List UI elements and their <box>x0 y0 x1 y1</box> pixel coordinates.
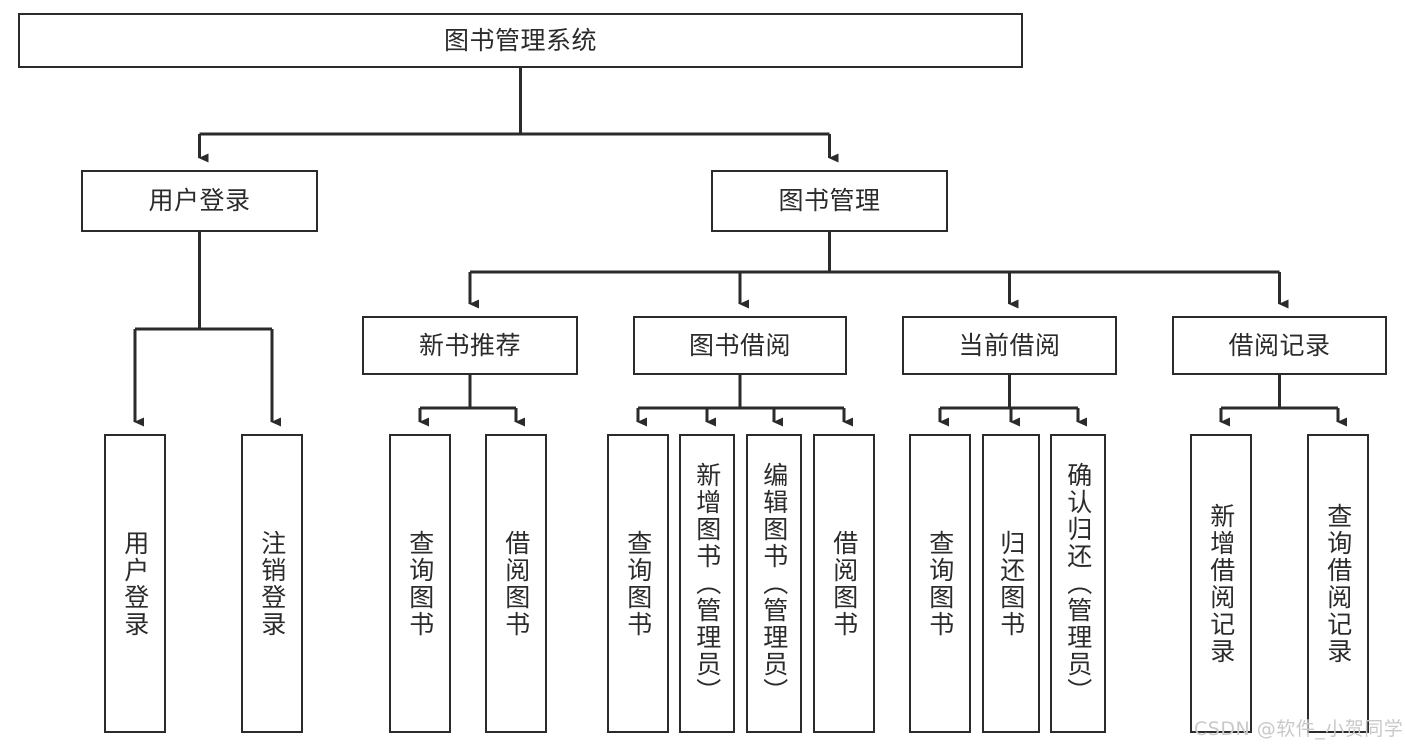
node-label: 新书推荐 <box>418 330 521 360</box>
leaf-query-book-current[interactable]: 查询图书 <box>909 434 971 733</box>
node-label: 图书管理系统 <box>443 25 597 55</box>
node-label: 借阅图书 <box>501 529 531 638</box>
node-label: 用户登录 <box>148 186 251 216</box>
node-new-book-recommendation[interactable]: 新书推荐 <box>362 316 578 375</box>
node-label: 归还图书 <box>996 529 1026 638</box>
node-label: 当前借阅 <box>958 330 1061 360</box>
leaf-edit-book-admin[interactable]: 编辑图书（管理员） <box>746 434 802 733</box>
node-borrowing-record[interactable]: 借阅记录 <box>1172 316 1387 375</box>
leaf-confirm-return-admin[interactable]: 确认归还（管理员） <box>1050 434 1106 733</box>
leaf-logout[interactable]: 注销登录 <box>241 434 303 733</box>
node-label: 注销登录 <box>257 529 287 638</box>
leaf-query-book-borrowing[interactable]: 查询图书 <box>607 434 669 733</box>
leaf-query-borrow-record[interactable]: 查询借阅记录 <box>1307 434 1369 733</box>
node-label: 编辑图书（管理员） <box>759 462 789 705</box>
node-label: 图书借阅 <box>688 330 791 360</box>
node-label: 查询借阅记录 <box>1323 502 1353 665</box>
node-label: 借阅记录 <box>1228 330 1331 360</box>
node-label: 借阅图书 <box>829 529 859 638</box>
leaf-borrow-book-borrowing[interactable]: 借阅图书 <box>813 434 875 733</box>
node-label: 用户登录 <box>120 529 150 638</box>
node-root-book-management-system[interactable]: 图书管理系统 <box>18 13 1023 68</box>
leaf-add-borrow-record[interactable]: 新增借阅记录 <box>1190 434 1252 733</box>
node-label: 确认归还（管理员） <box>1063 462 1093 705</box>
node-label: 查询图书 <box>925 529 955 638</box>
leaf-add-book-admin[interactable]: 新增图书（管理员） <box>679 434 735 733</box>
leaf-user-login[interactable]: 用户登录 <box>104 434 166 733</box>
leaf-query-book-newbook[interactable]: 查询图书 <box>389 434 451 733</box>
node-label: 新增借阅记录 <box>1206 502 1236 665</box>
node-label: 查询图书 <box>405 529 435 638</box>
leaf-return-book[interactable]: 归还图书 <box>982 434 1040 733</box>
node-book-management[interactable]: 图书管理 <box>711 170 948 232</box>
node-current-borrowing[interactable]: 当前借阅 <box>902 316 1117 375</box>
node-label: 图书管理 <box>778 186 881 216</box>
node-label: 新增图书（管理员） <box>692 462 722 705</box>
node-label: 查询图书 <box>623 529 653 638</box>
leaf-borrow-book-newbook[interactable]: 借阅图书 <box>485 434 547 733</box>
watermark-csdn: CSDN @软件_小贺同学 <box>1194 718 1404 740</box>
node-book-borrowing[interactable]: 图书借阅 <box>633 316 847 375</box>
node-user-login[interactable]: 用户登录 <box>81 170 318 232</box>
